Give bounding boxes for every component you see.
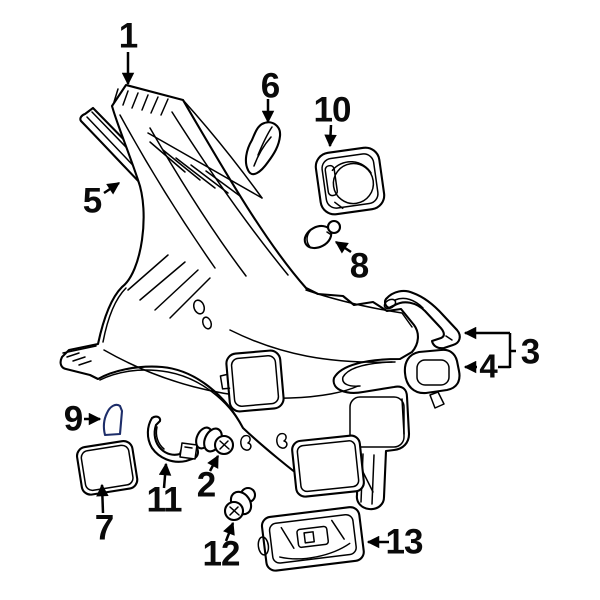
arrow-12	[223, 521, 235, 542]
part-13-finisher	[257, 506, 365, 572]
part-8-grommet	[303, 219, 342, 250]
part-7-fuel-door	[75, 439, 139, 496]
part-2-grommet	[195, 426, 235, 456]
arrow-5	[103, 181, 121, 195]
callout-12[interactable]: 12	[202, 534, 241, 574]
callout-11[interactable]: 11	[146, 480, 183, 520]
callout-9[interactable]: 9	[63, 399, 83, 439]
callout-2[interactable]: 2	[196, 465, 216, 505]
callout-6[interactable]: 6	[260, 66, 280, 106]
callout-1[interactable]: 1	[118, 16, 138, 56]
callout-3[interactable]: 3	[520, 332, 540, 372]
callout-7[interactable]: 7	[94, 508, 114, 548]
part-10-fuel-pocket	[314, 146, 386, 216]
callout-8[interactable]: 8	[349, 246, 369, 286]
part-9-shape	[102, 403, 124, 437]
part-1-quarter-panel	[59, 83, 419, 511]
part-12-grommet	[223, 486, 257, 522]
arrow-8	[334, 240, 352, 254]
part-4-bracket-lower	[403, 348, 461, 409]
arrow-10	[324, 124, 337, 148]
callout-13[interactable]: 13	[385, 522, 424, 562]
part-6-pad	[244, 121, 282, 176]
part-11-protector	[146, 415, 200, 463]
arrow-7	[96, 483, 109, 514]
part-9-highlighted-seal	[102, 403, 124, 437]
part-3-bracket-upper	[383, 289, 461, 350]
callout-4[interactable]: 4	[479, 347, 497, 385]
arrow-11	[158, 462, 172, 489]
arrow-2	[207, 454, 220, 472]
callout-10[interactable]: 10	[313, 90, 352, 130]
callout-5[interactable]: 5	[82, 181, 102, 221]
